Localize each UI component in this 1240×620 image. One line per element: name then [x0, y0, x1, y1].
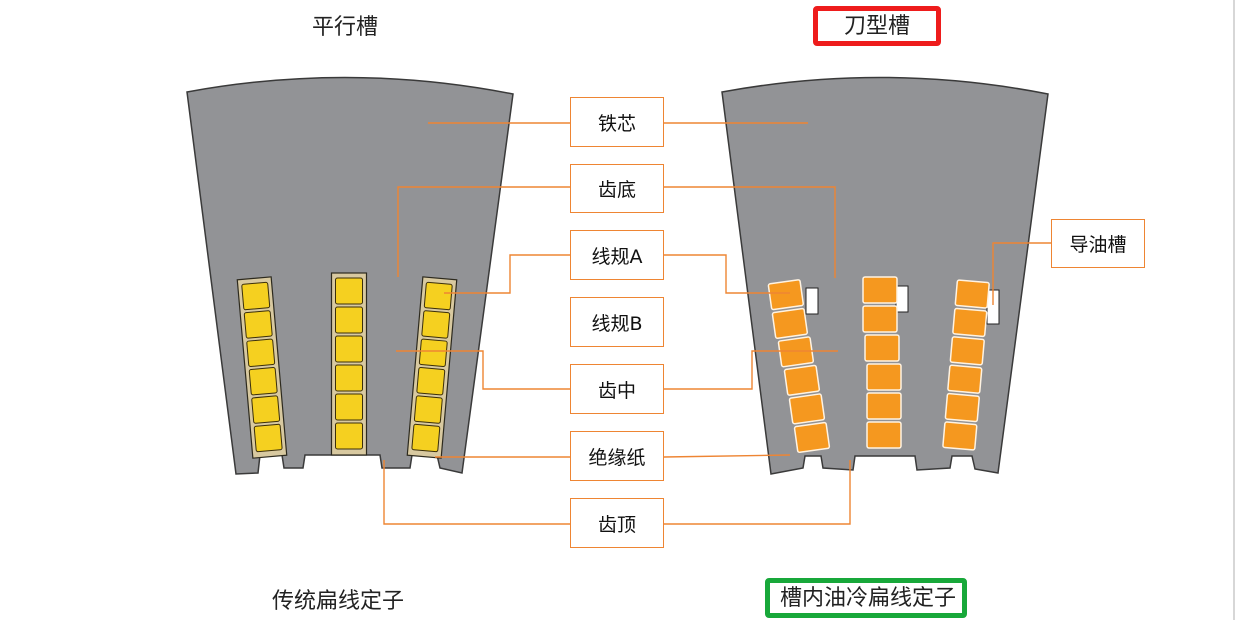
- conductor-stack-knife-left: [767, 279, 831, 454]
- conductor: [423, 281, 453, 311]
- conductor: [866, 392, 902, 420]
- label-tooth-root: 齿底: [570, 164, 664, 213]
- leader-tooth-middle-left: [396, 350, 570, 390]
- leader-oil-groove: [992, 242, 1051, 305]
- conductor: [335, 364, 363, 392]
- conductor: [335, 306, 363, 334]
- leader-tooth-root-left: [397, 186, 570, 277]
- conductor: [954, 279, 990, 309]
- leader-tooth-root-right: [664, 186, 836, 278]
- leader-tooth-tip-right: [664, 460, 851, 525]
- oil-groove-channel-2: [895, 285, 909, 313]
- conductor: [866, 421, 902, 449]
- conductor-stack-knife-middle: [862, 276, 902, 449]
- conductor: [416, 367, 446, 396]
- conductor: [241, 281, 271, 311]
- leader-wire-a-right: [664, 254, 790, 294]
- conductor: [248, 367, 278, 396]
- conductor: [418, 338, 448, 367]
- conductor-stack-right: [406, 276, 458, 459]
- conductor-stack-knife-right: [942, 279, 990, 451]
- conductor: [777, 336, 815, 368]
- conductor: [864, 334, 900, 362]
- conductor-stack-left: [236, 276, 288, 459]
- label-oil-groove: 导油槽: [1051, 219, 1145, 268]
- conductor-stack-middle: [330, 272, 368, 456]
- conductor: [944, 392, 980, 423]
- conductor: [411, 423, 441, 453]
- leader-tooth-tip-left: [383, 460, 570, 525]
- conductor: [335, 277, 363, 305]
- title-knife-slot: 刀型槽: [813, 6, 942, 46]
- conductor: [942, 421, 978, 451]
- oil-groove-channel-1: [805, 287, 819, 315]
- label-wire-gauge-a: 线规A: [570, 230, 664, 280]
- title-parallel-slot: 平行槽: [312, 15, 379, 40]
- conductor: [253, 423, 283, 453]
- leader-insulation-right: [663, 454, 791, 458]
- conductor: [767, 279, 804, 311]
- conductor: [952, 307, 988, 338]
- conductor: [421, 310, 451, 339]
- conductor: [947, 364, 983, 394]
- conductor: [862, 305, 898, 333]
- conductor: [783, 364, 821, 396]
- title-traditional-stator: 传统扁线定子: [272, 589, 405, 614]
- page-right-border: [1233, 0, 1235, 620]
- conductor: [793, 421, 831, 454]
- leader-wire-a-left: [444, 254, 570, 294]
- label-tooth-middle: 齿中: [570, 364, 664, 414]
- conductor: [413, 395, 443, 424]
- conductor: [788, 393, 826, 425]
- label-wire-gauge-b: 线规B: [570, 297, 664, 347]
- label-insulation-paper: 绝缘纸: [570, 431, 664, 481]
- label-tooth-tip: 齿顶: [570, 498, 664, 548]
- conductor: [335, 393, 363, 421]
- conductor: [243, 310, 273, 339]
- conductor: [949, 336, 985, 366]
- label-core: 铁芯: [570, 97, 664, 147]
- conductor: [335, 335, 363, 363]
- conductor: [335, 422, 363, 450]
- conductor: [862, 276, 898, 304]
- conductor: [771, 307, 809, 340]
- leader-tooth-middle-right: [664, 350, 838, 390]
- title-oil-cooled-stator: 槽内油冷扁线定子: [765, 578, 968, 618]
- conductor: [866, 363, 902, 391]
- conductor: [246, 338, 276, 367]
- conductor: [251, 395, 281, 424]
